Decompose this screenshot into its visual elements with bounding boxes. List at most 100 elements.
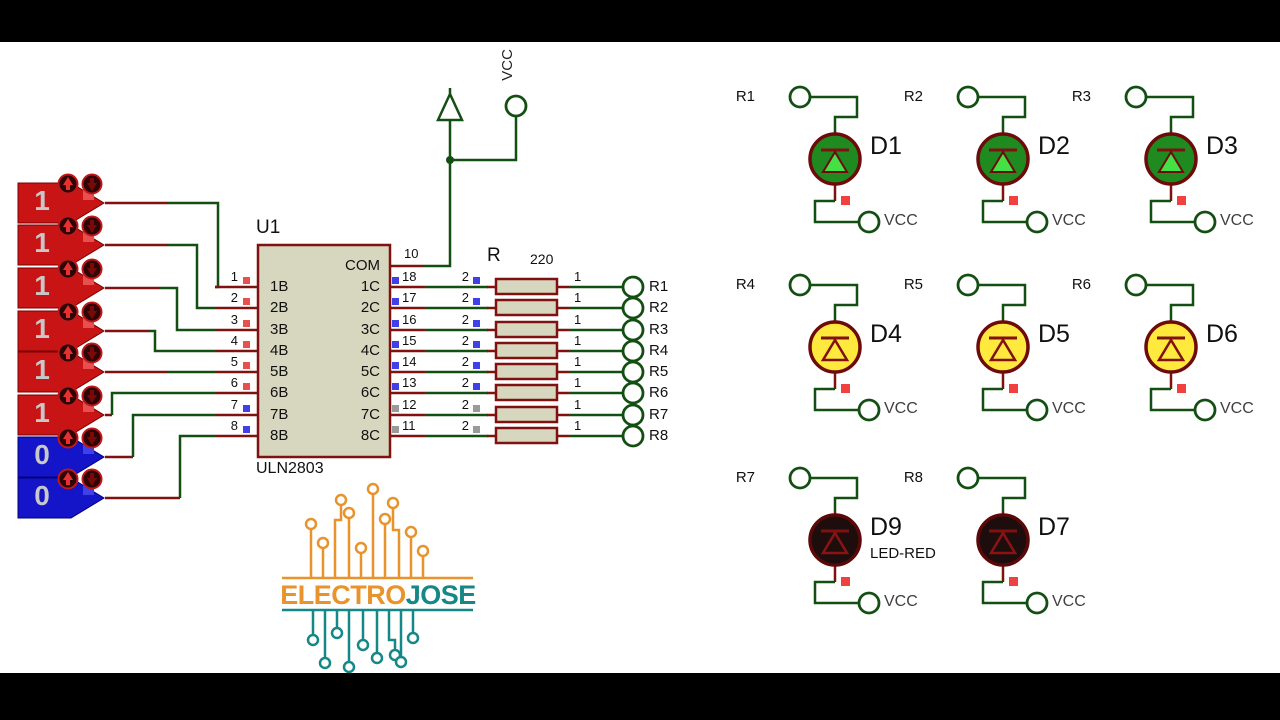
up-arrow-icon xyxy=(63,346,73,359)
logic-state-value[interactable]: 0 xyxy=(34,480,50,511)
vcc-terminal[interactable] xyxy=(1025,591,1049,615)
vcc-terminal[interactable] xyxy=(1025,210,1049,234)
led-cell-d9 xyxy=(788,466,881,615)
ic-pin-number: 17 xyxy=(402,290,417,305)
logic-state-value[interactable]: 1 xyxy=(34,354,50,385)
logo-word-jose: JOSE xyxy=(405,580,477,610)
toggle-6[interactable] xyxy=(57,385,103,413)
led-ref: D2 xyxy=(1038,132,1070,160)
led-d4[interactable] xyxy=(808,320,862,374)
led-d9[interactable] xyxy=(808,513,862,567)
input-terminal[interactable] xyxy=(788,85,812,109)
down-arrow-icon xyxy=(87,473,97,486)
resistor-pin-number: 1 xyxy=(574,354,582,369)
letterbox-bottom xyxy=(0,673,1280,720)
vcc-terminal[interactable] xyxy=(1193,398,1217,422)
vcc-terminal[interactable] xyxy=(504,94,528,118)
led-vcc-label: VCC xyxy=(884,593,918,610)
logic-state-value[interactable]: 1 xyxy=(34,185,50,216)
ic-pin-number: 15 xyxy=(402,333,417,348)
ic-pin-number: 14 xyxy=(402,354,417,369)
led-ref: D9 xyxy=(870,513,902,541)
net-label: R2 xyxy=(649,299,669,316)
down-arrow-icon xyxy=(87,390,97,403)
led-ref: D4 xyxy=(870,320,902,348)
led-d5[interactable] xyxy=(976,320,1030,374)
down-arrow-icon xyxy=(87,306,97,319)
toggle-7[interactable] xyxy=(57,427,103,455)
led-net-label: R5 xyxy=(903,276,923,293)
toggle-8[interactable] xyxy=(57,468,103,496)
toggle-4[interactable] xyxy=(57,301,103,329)
input-terminal[interactable] xyxy=(956,85,980,109)
led-vcc-label: VCC xyxy=(1052,593,1086,610)
ic-right-pin-stubs xyxy=(389,264,425,438)
led-vcc-label: VCC xyxy=(1220,212,1254,229)
resistor-r6 xyxy=(494,383,559,402)
toggle-2[interactable] xyxy=(57,215,103,243)
led-cell-d7 xyxy=(956,466,1049,615)
input-terminal[interactable] xyxy=(788,466,812,490)
led-net-label: R4 xyxy=(735,276,755,293)
led-d6[interactable] xyxy=(1144,320,1198,374)
ic-pin-number: 12 xyxy=(402,397,417,412)
resistor-pack[interactable] xyxy=(494,277,559,445)
resistor-pin-number: 2 xyxy=(461,312,469,327)
ic-pin-number: 13 xyxy=(402,375,417,390)
resistor-pin-number: 1 xyxy=(574,333,582,348)
input-terminal[interactable] xyxy=(788,273,812,297)
logic-state-value[interactable]: 1 xyxy=(34,227,50,258)
resistor-value: 220 xyxy=(530,251,554,267)
resistor-r3 xyxy=(494,320,559,339)
output-wires xyxy=(389,264,623,438)
logic-state-value[interactable]: 0 xyxy=(34,439,50,470)
vcc-terminal[interactable] xyxy=(1193,210,1217,234)
resistor-pin-number: 2 xyxy=(461,397,469,412)
input-terminal[interactable] xyxy=(956,466,980,490)
logic-state-value[interactable]: 1 xyxy=(34,397,50,428)
vcc-terminal[interactable] xyxy=(857,591,881,615)
led-ref: D6 xyxy=(1206,320,1238,348)
down-arrow-icon xyxy=(87,263,97,276)
led-d7[interactable] xyxy=(976,513,1030,567)
toggle-3[interactable] xyxy=(57,258,103,286)
ic-pin-number: 6 xyxy=(230,375,238,390)
ic-pin-label: 1B xyxy=(270,278,289,295)
resistor-pin-number: 1 xyxy=(574,418,582,433)
up-arrow-icon xyxy=(63,219,73,232)
led-ref: D1 xyxy=(870,132,902,160)
up-arrow-icon xyxy=(63,431,73,444)
resistor-pin-number: 1 xyxy=(574,397,582,412)
net-terminals[interactable] xyxy=(621,275,645,448)
led-cell-d3 xyxy=(1124,85,1217,234)
ic-com-label: COM xyxy=(345,257,380,274)
led-cell-d4 xyxy=(788,273,881,422)
led-net-label: R2 xyxy=(903,88,923,105)
up-arrow-icon xyxy=(63,389,73,402)
led-net-label: R7 xyxy=(735,469,755,486)
ic-pin-number: 8 xyxy=(230,418,238,433)
led-cell-d5 xyxy=(956,273,1049,422)
input-terminal[interactable] xyxy=(1124,85,1148,109)
vcc-terminal[interactable] xyxy=(857,398,881,422)
logic-state-value[interactable]: 1 xyxy=(34,313,50,344)
logic-toggle-buttons[interactable] xyxy=(57,173,103,496)
ic-pin-number: 7 xyxy=(230,397,238,412)
letterbox-top xyxy=(0,0,1280,42)
resistor-ref: R xyxy=(487,245,501,266)
ic-right-pin-indicators xyxy=(392,277,480,433)
toggle-5[interactable] xyxy=(57,342,103,370)
toggle-1[interactable] xyxy=(57,173,103,201)
resistor-pin-number: 2 xyxy=(461,418,469,433)
vcc-terminal[interactable] xyxy=(1025,398,1049,422)
vcc-terminal[interactable] xyxy=(857,210,881,234)
ic-pin-label: 1C xyxy=(360,278,380,295)
input-terminal[interactable] xyxy=(956,273,980,297)
led-vcc-label: VCC xyxy=(1052,212,1086,229)
logic-state-value[interactable]: 1 xyxy=(34,270,50,301)
led-vcc-label: VCC xyxy=(884,400,918,417)
input-wires xyxy=(105,201,259,500)
ic-pin-label: 8C xyxy=(360,427,380,444)
input-terminal[interactable] xyxy=(1124,273,1148,297)
